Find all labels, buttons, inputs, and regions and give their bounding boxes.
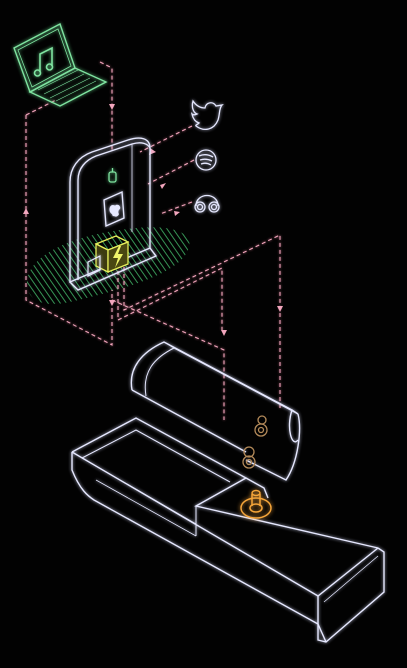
port-2-inner [257, 426, 265, 434]
speaker-ports [242, 415, 268, 469]
dock-base [69, 247, 158, 291]
phone-body [103, 190, 125, 228]
speaker-console [71, 341, 385, 643]
green-connector-icon [108, 168, 117, 183]
arrow-down-1 [109, 104, 115, 110]
dock-top-curve [77, 142, 151, 181]
spotify-icon [195, 149, 217, 171]
laptop-left-link [25, 99, 57, 116]
knob-cap [251, 489, 261, 497]
port-4 [242, 455, 256, 469]
knob-center [249, 503, 263, 513]
arrow-left-1 [149, 148, 156, 155]
dock-unit [69, 137, 158, 291]
port-2 [254, 423, 268, 437]
port-4-inner [245, 458, 253, 466]
apple-phone-icon [103, 190, 125, 228]
laptop-screen [13, 23, 76, 93]
power-module [94, 235, 130, 274]
card-module [87, 255, 101, 277]
arrow-left-2 [160, 183, 166, 189]
headphones-icon [194, 194, 220, 213]
tray-floor-edge [95, 479, 197, 537]
arrow-up-left [23, 208, 29, 214]
body-top-back [71, 417, 379, 549]
knob-stem [251, 494, 261, 506]
signal-arrowheads [23, 104, 283, 336]
arrow-down-4 [277, 306, 283, 312]
body-right-corner [317, 623, 327, 643]
lid-inner-edge [173, 347, 299, 415]
lightning-bolt-icon [113, 246, 123, 268]
lid-side-panel [245, 413, 301, 481]
music-note-icon [33, 46, 54, 77]
twitter-link [139, 125, 193, 153]
body-top-front [71, 451, 379, 597]
body-end-inner [323, 555, 379, 603]
dock-output-path-1 [117, 250, 223, 330]
spotify-link [147, 159, 195, 185]
signal-paths [25, 61, 281, 420]
body-left-side [71, 452, 319, 625]
apple-logo-icon [109, 204, 121, 217]
knob-base [240, 497, 272, 519]
headphones-link [159, 201, 193, 215]
arrow-down-3 [221, 330, 227, 336]
lid-inner-curve [144, 341, 176, 397]
port-1 [257, 415, 267, 425]
laptop-music-icon [13, 23, 108, 107]
laptop-base [28, 67, 108, 107]
tray-inner-front [81, 457, 197, 525]
lid-corner [291, 409, 299, 415]
tray-inner-back [81, 429, 231, 483]
lid-hinge-edge [245, 477, 269, 499]
left-loop-path [25, 115, 113, 346]
dock-to-speaker-path [111, 299, 225, 420]
arrow-down-2 [109, 300, 115, 306]
body-right-end [317, 547, 385, 643]
laptop-keyboard [37, 69, 97, 102]
volume-knob-icon[interactable] [240, 489, 272, 519]
twitter-bird-icon [190, 99, 224, 131]
services [190, 99, 224, 213]
port-3 [243, 446, 255, 458]
lid-top-curve [130, 341, 299, 443]
arrow-left-3 [174, 211, 180, 216]
dock-output-path-2 [123, 234, 281, 311]
lid-lower-edge [131, 389, 247, 453]
card-body [87, 255, 101, 277]
laptop-screen-inner [17, 28, 72, 88]
